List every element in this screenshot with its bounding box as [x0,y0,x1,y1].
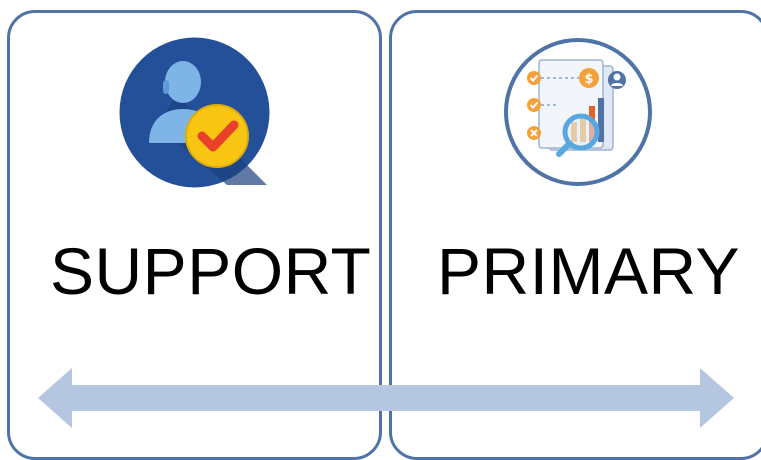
financial-report-icon: $ [501,36,655,188]
person-check-icon [117,35,272,190]
double-headed-arrow [38,366,734,430]
support-label: SUPPORT [50,234,372,308]
primary-label: PRIMARY [437,234,741,308]
svg-text:$: $ [584,72,593,87]
